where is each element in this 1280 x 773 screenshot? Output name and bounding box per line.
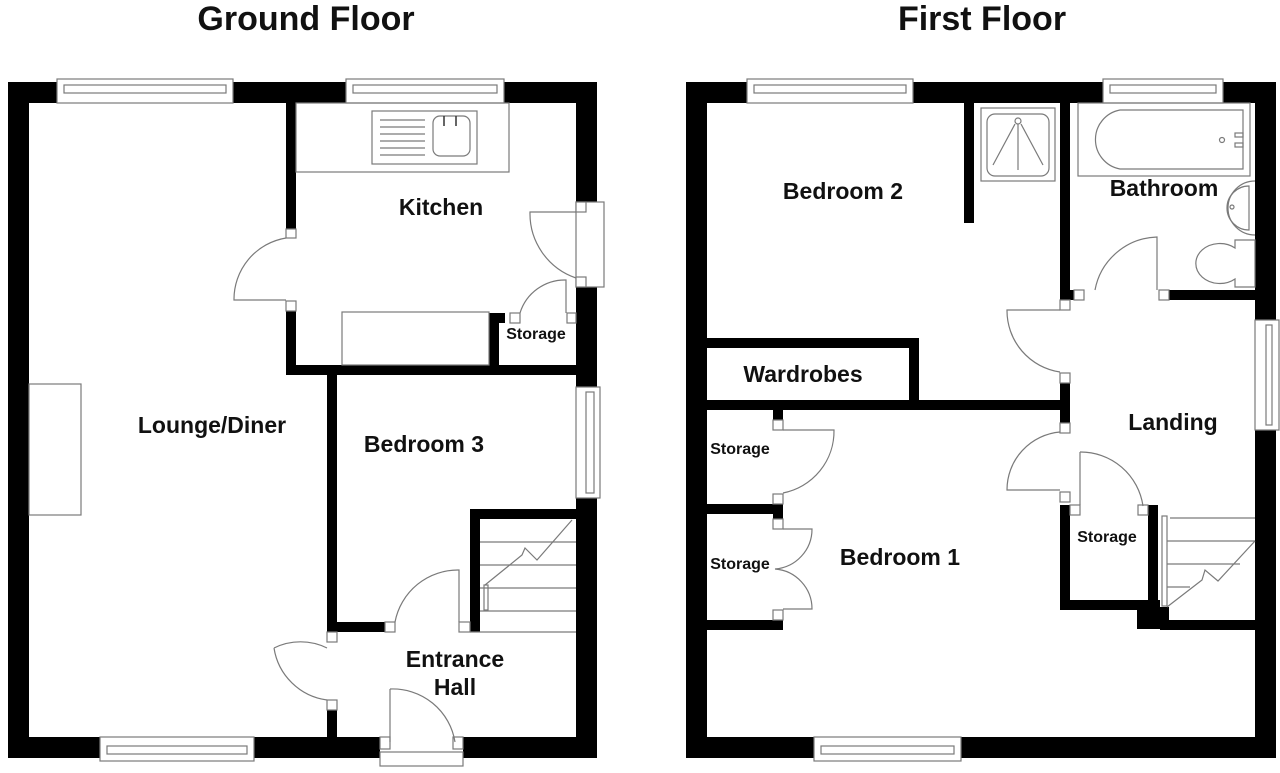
wall (961, 737, 1276, 758)
shower-icon (980, 107, 1056, 182)
wall (327, 709, 337, 737)
room-label-wardrobes: Wardrobes (743, 361, 862, 387)
wall (707, 400, 1070, 410)
wall (1169, 290, 1259, 300)
window (345, 78, 505, 104)
door-storage-kitchen[interactable] (509, 279, 577, 324)
room-label-landing: Landing (1128, 409, 1217, 435)
toilet-icon (1195, 239, 1256, 288)
window (1102, 78, 1224, 104)
door-landing-storage[interactable] (1069, 451, 1149, 516)
door-bedroom2[interactable] (1006, 299, 1071, 384)
window (746, 78, 914, 104)
door-bedroom3[interactable] (384, 569, 471, 633)
room-label-kitchen: Kitchen (399, 194, 483, 220)
bath-icon (1077, 102, 1251, 177)
staircase (1161, 515, 1256, 608)
room-label-hall: Hall (434, 674, 476, 700)
wall (1060, 103, 1070, 300)
window (99, 736, 255, 762)
room-label-storage-lower: Storage (710, 556, 770, 573)
wall (337, 622, 385, 632)
room-label-bedroom-1: Bedroom 1 (840, 544, 960, 570)
staircase (470, 519, 576, 633)
room-label-entrance: Entrance (406, 646, 504, 672)
door-hall-lounge[interactable] (273, 631, 338, 711)
door-bedroom1[interactable] (1006, 422, 1071, 503)
sink-icon (371, 110, 478, 165)
window (1254, 319, 1280, 431)
chimney-breast (28, 383, 82, 516)
wall (1060, 505, 1070, 607)
wall (233, 82, 346, 103)
wall (489, 313, 499, 368)
wall (707, 338, 919, 348)
first-floor-title: First Floor (898, 0, 1066, 38)
worktop (341, 311, 490, 366)
wall (707, 620, 783, 630)
door-storage-lower[interactable] (772, 518, 813, 621)
wall (686, 737, 814, 758)
wall (576, 82, 597, 202)
room-label-storage-upper: Storage (710, 441, 770, 458)
wall (463, 737, 597, 758)
window (575, 201, 605, 288)
window (813, 736, 962, 762)
room-label-bedroom-2: Bedroom 2 (783, 178, 903, 204)
door-lounge-kitchen[interactable] (233, 228, 297, 312)
basin-icon (1226, 180, 1256, 236)
wall (1255, 82, 1276, 320)
room-label-bedroom-3: Bedroom 3 (364, 431, 484, 457)
ground-floor-title: Ground Floor (197, 0, 414, 38)
wall (1060, 600, 1160, 610)
first-floor-plan: Bedroom 2 Bathroom Wardrobes Landing Sto… (686, 78, 1280, 762)
wall (470, 509, 580, 519)
wall (909, 338, 919, 400)
wall (1255, 430, 1276, 758)
front-door[interactable] (379, 688, 464, 767)
window (575, 386, 601, 499)
wall (286, 365, 586, 375)
room-label-storage-landing: Storage (1077, 529, 1137, 546)
wall (327, 375, 337, 632)
wall (8, 737, 100, 758)
wall (1160, 620, 1259, 630)
wall (286, 103, 296, 229)
room-label-storage: Storage (506, 326, 566, 343)
wall (286, 311, 296, 375)
wall (8, 82, 29, 758)
door-storage-upper[interactable] (772, 419, 835, 505)
wall (1060, 290, 1074, 300)
door-bathroom[interactable] (1073, 236, 1170, 301)
door-kitchen-back[interactable] (529, 201, 587, 288)
wall (773, 514, 783, 519)
wall (254, 737, 380, 758)
wall (576, 498, 597, 758)
wall (686, 82, 707, 758)
wall (504, 82, 597, 103)
wall (1148, 505, 1158, 610)
window (56, 78, 234, 104)
wall (499, 313, 505, 323)
wall (576, 287, 597, 387)
room-label-bathroom: Bathroom (1110, 175, 1219, 201)
wall (913, 82, 1103, 103)
wall (470, 509, 480, 632)
worktop (295, 102, 510, 173)
wall (707, 504, 783, 514)
wall (964, 103, 974, 223)
wall (773, 410, 783, 420)
ground-floor-plan: Kitchen Storage Lounge/Diner Bedroom 3 E… (8, 78, 605, 767)
room-label-lounge-diner: Lounge/Diner (138, 412, 286, 438)
